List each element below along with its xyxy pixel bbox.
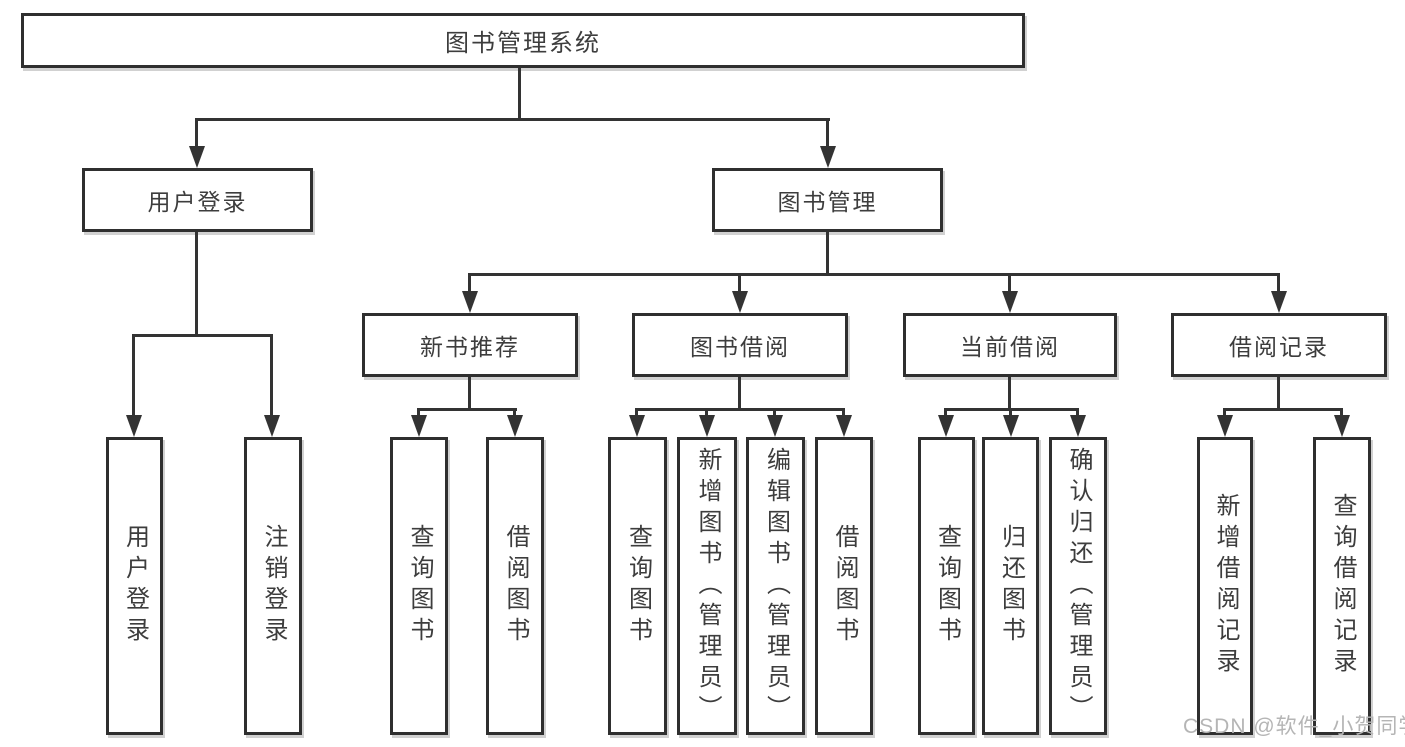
node-label: 编辑图书（管理员） (762, 446, 790, 726)
connector-shaft (635, 408, 638, 418)
node-label: 注销登录 (260, 524, 287, 648)
node-label: 确认归还（管理员） (1065, 446, 1092, 726)
node-label: 查询图书 (406, 524, 433, 648)
node-label: 当前借阅 (960, 334, 1060, 360)
connector-shaft (1076, 408, 1079, 418)
arrowhead-icon (411, 415, 427, 437)
connector-shaft (826, 118, 829, 148)
leaf-bb-edit-book: 编辑图书（管理员） (746, 437, 805, 735)
leaf-cb-return-book: 归还图书 (982, 437, 1039, 735)
connector-rail-new-book-rec (417, 408, 517, 411)
node-new-book-rec: 新书推荐 (362, 313, 578, 377)
leaf-logout: 注销登录 (244, 437, 302, 735)
leaf-bb-add-book: 新增图书（管理员） (677, 437, 737, 735)
node-book-borrow: 图书借阅 (632, 313, 848, 377)
arrowhead-icon (1217, 415, 1233, 437)
arrowhead-icon (126, 415, 142, 437)
connector-rail-book-borrow (635, 408, 845, 411)
arrowhead-icon (1070, 415, 1086, 437)
connector-rail-borrow-record (1223, 408, 1343, 411)
connector-shaft (468, 273, 471, 293)
connector-borrow-record-stem (1277, 377, 1280, 411)
node-label: 归还图书 (997, 524, 1025, 648)
node-label: 新增图书（管理员） (694, 446, 721, 726)
connector-shaft (944, 408, 947, 418)
node-label: 查询图书 (624, 524, 652, 648)
connector-shaft (270, 334, 273, 418)
node-borrow-record: 借阅记录 (1171, 313, 1387, 377)
connector-book-mgmt-stem (826, 232, 829, 275)
node-label: 新书推荐 (420, 334, 520, 360)
leaf-cb-query-book: 查询图书 (918, 437, 975, 735)
arrowhead-icon (1002, 291, 1018, 313)
node-label: 借阅图书 (502, 524, 529, 648)
node-label: 借阅记录 (1229, 334, 1329, 360)
arrowhead-icon (820, 146, 836, 168)
connector-shaft (1223, 408, 1226, 418)
node-book-mgmt: 图书管理 (712, 168, 943, 232)
csdn-watermark: CSDN @软件_小贺同学 (1183, 715, 1405, 738)
connector-shaft (773, 408, 776, 418)
arrowhead-icon (189, 146, 205, 168)
leaf-bb-query-book: 查询图书 (608, 437, 667, 735)
node-user-login: 用户登录 (82, 168, 313, 232)
arrowhead-icon (264, 415, 280, 437)
connector-user-login-stem (195, 232, 198, 337)
leaf-nbr-borrow-book: 借阅图书 (486, 437, 544, 735)
node-current-borrow: 当前借阅 (903, 313, 1117, 377)
node-label: 图书借阅 (690, 334, 790, 360)
arrowhead-icon (629, 415, 645, 437)
arrowhead-icon (938, 415, 954, 437)
arrowhead-icon (836, 415, 852, 437)
node-label: 用户登录 (121, 524, 149, 648)
connector-shaft (417, 408, 420, 418)
connector-shaft (1340, 408, 1343, 418)
connector-current-borrow-stem (1008, 377, 1011, 411)
arrowhead-icon (507, 415, 523, 437)
leaf-nbr-query-book: 查询图书 (390, 437, 448, 735)
leaf-br-query-record: 查询借阅记录 (1313, 437, 1371, 735)
connector-shaft (132, 334, 135, 418)
node-label: 借阅图书 (831, 524, 858, 648)
node-label: 图书管理系统 (445, 30, 601, 57)
leaf-cb-confirm-return: 确认归还（管理员） (1049, 437, 1107, 735)
connector-shaft (738, 273, 741, 293)
node-label: 查询图书 (933, 524, 961, 648)
node-root: 图书管理系统 (21, 13, 1025, 68)
leaf-br-add-record: 新增借阅记录 (1197, 437, 1253, 735)
connector-shaft (1009, 408, 1012, 418)
connector-book-borrow-stem (738, 377, 741, 411)
connector-shaft (513, 408, 516, 418)
arrowhead-icon (1003, 415, 1019, 437)
node-label: 用户登录 (147, 189, 248, 215)
connector-rail-user-login (132, 334, 273, 337)
node-label: 图书管理 (777, 189, 878, 215)
arrowhead-icon (1271, 291, 1287, 313)
connector-rail-level2 (196, 118, 830, 121)
arrowhead-icon (732, 291, 748, 313)
node-label: 新增借阅记录 (1212, 493, 1239, 679)
connector-shaft (1277, 273, 1280, 293)
connector-shaft (842, 408, 845, 418)
connector-new-book-rec-stem (468, 377, 471, 411)
connector-root-stem (518, 68, 521, 120)
connector-shaft (195, 118, 198, 148)
node-label: 查询借阅记录 (1329, 493, 1356, 679)
leaf-bb-borrow-book: 借阅图书 (815, 437, 873, 735)
arrowhead-icon (1334, 415, 1350, 437)
leaf-user-login: 用户登录 (106, 437, 163, 735)
arrowhead-icon (767, 415, 783, 437)
arrowhead-icon (462, 291, 478, 313)
connector-shaft (705, 408, 708, 418)
arrowhead-icon (699, 415, 715, 437)
connector-rail-level3 (468, 273, 1279, 276)
connector-shaft (1008, 273, 1011, 293)
